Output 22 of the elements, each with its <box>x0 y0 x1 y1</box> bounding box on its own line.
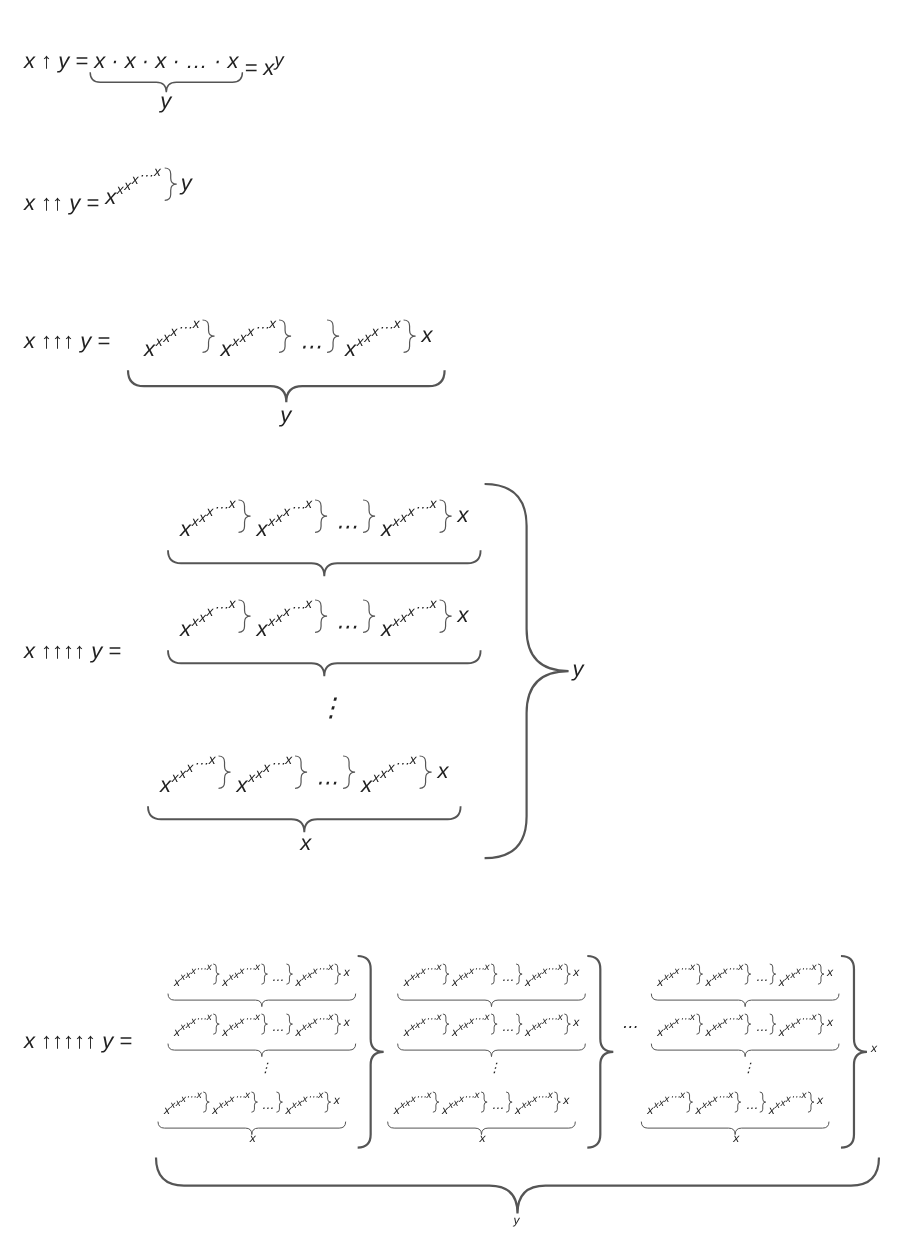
brace-label: x <box>421 324 433 349</box>
brace-label: y <box>572 657 584 683</box>
equation-text: x ↑ y = <box>24 50 89 75</box>
equation-text: x · x · x · … · x <box>94 50 239 75</box>
brace-label: y <box>160 90 172 115</box>
ellipsis: ⋯ <box>299 336 322 362</box>
vertical-ellipsis: ⋮ <box>318 694 345 723</box>
equation-text: x ↑↑↑ y = <box>24 330 111 355</box>
brace-label: y <box>180 172 192 197</box>
ellipsis: ⋯ <box>315 772 338 798</box>
equation-text: = x$^{y}$ <box>244 50 284 82</box>
equation-text: x ↑↑↑↑↑ y = <box>24 1030 133 1055</box>
ellipsis: ⋯ <box>621 1020 638 1038</box>
brace-label: y <box>280 404 292 429</box>
brace-label: x <box>300 832 312 857</box>
brace-label: x <box>457 604 469 629</box>
ellipsis: ⋯ <box>335 616 358 642</box>
equation-text: x ↑↑↑↑ y = <box>24 640 122 665</box>
equation-text: x ↑↑ y = <box>24 192 100 217</box>
brace-label: x <box>457 504 469 529</box>
ellipsis: ⋯ <box>335 516 358 542</box>
brace-label: x <box>437 760 449 785</box>
